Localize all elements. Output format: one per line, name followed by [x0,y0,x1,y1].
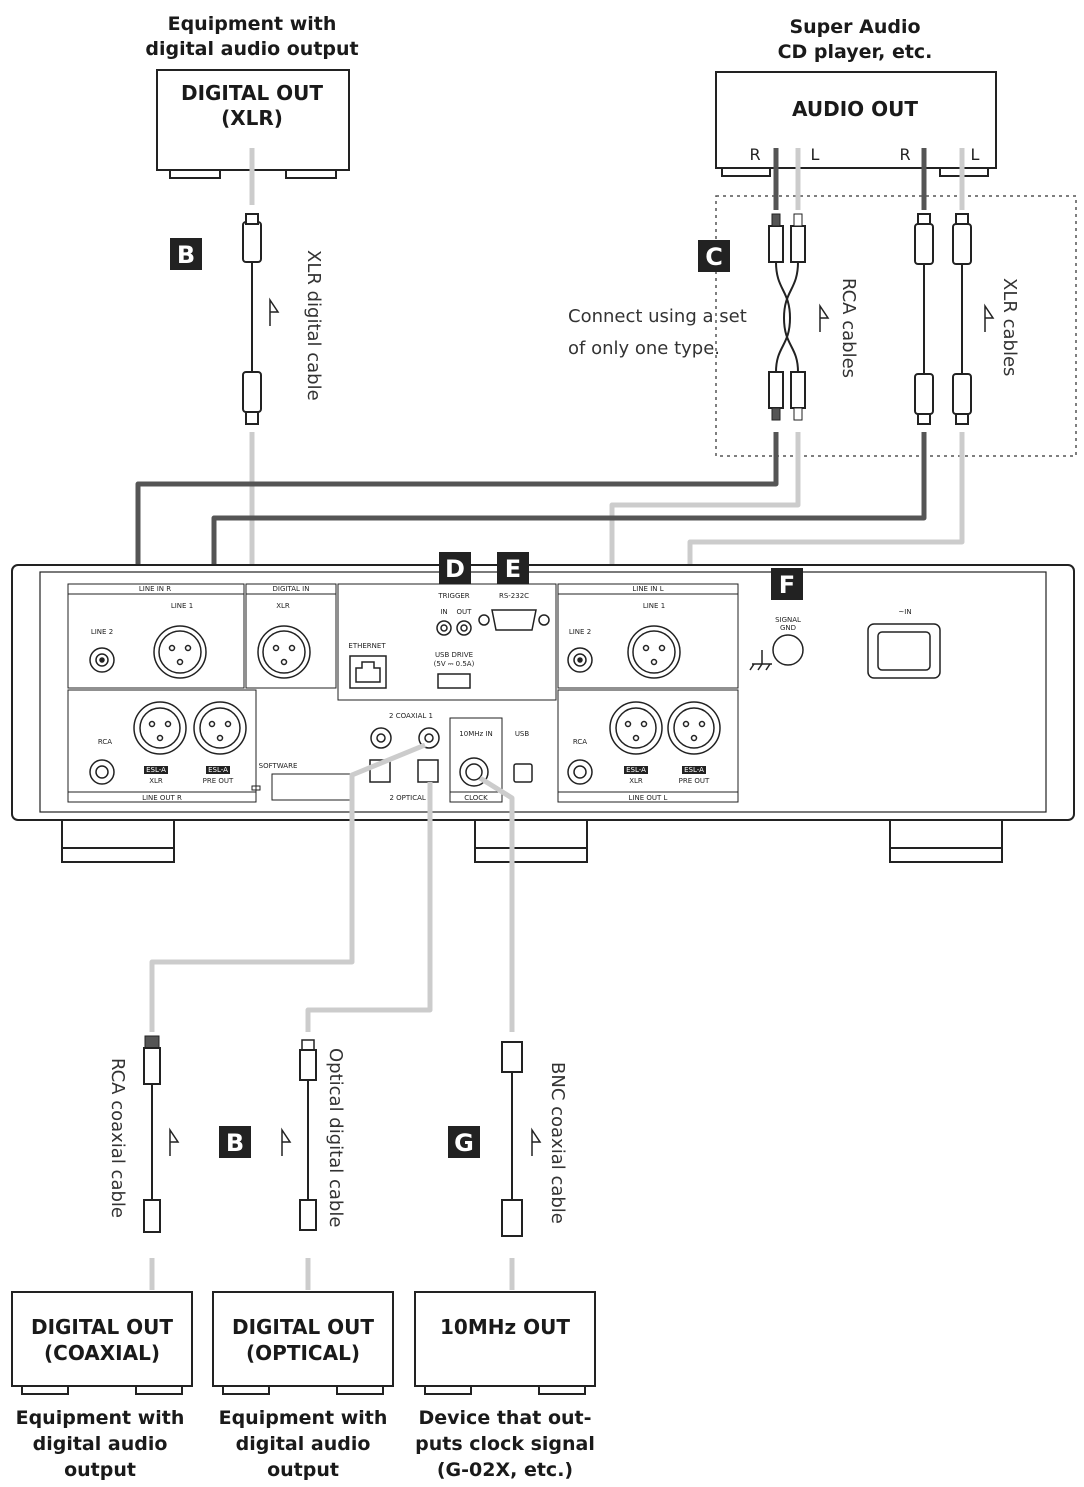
label-esl-pre-r: PRE OUT [203,777,234,785]
label-signal-gnd-1: SIGNAL [775,616,801,624]
label-digital-in: DIGITAL IN [273,585,310,593]
panel-connectors [89,609,941,787]
optical-caption-2: digital audio [236,1433,371,1455]
badge-b-bottom: B [219,1126,251,1158]
label-digital-xlr: XLR [276,602,290,610]
badge-b-top: B [170,238,202,270]
svg-text:F: F [779,571,795,599]
svg-text:G: G [454,1129,474,1157]
clock-caption-3: (G-02X, etc.) [437,1459,573,1481]
top-right-box-title: AUDIO OUT [792,97,918,121]
top-right-device: AUDIO OUT R L R L [715,71,997,177]
label-10mhz-in: 10MHz IN [459,730,492,738]
label-esl-tag-2: ESL-A [208,766,228,774]
xlr-digital-cable-label: XLR digital cable [303,250,324,401]
label-esl-tag-1: ESL-A [146,766,166,774]
label-ac-in: ~IN [898,608,911,616]
label-esl-xlr-r: XLR [149,777,163,785]
bnc-coaxial-cable [501,1041,542,1290]
rca-cable-pair [768,148,830,421]
optical-caption-1: Equipment with [219,1407,388,1429]
label-clock: CLOCK [464,794,488,802]
bottom-device-clock: 10MHz OUT [414,1291,596,1395]
one-type-region [715,195,1077,457]
label-signal-gnd-2: GND [780,624,796,632]
top-left-device: DIGITAL OUT (XLR) [156,69,350,179]
svg-text:E: E [505,555,521,583]
badge-e: E [497,552,529,584]
optical-digital-label: Optical digital cable [325,1048,346,1227]
badge-d: D [439,552,471,584]
label-coaxial: 2 COAXIAL 1 [389,712,433,720]
xlr-digital-cable [242,148,280,555]
coaxial-box-line1: DIGITAL OUT [31,1315,173,1339]
top-left-caption-1: Equipment with [168,13,337,35]
label-trigger-in: IN [440,608,447,616]
bottom-device-coaxial: DIGITAL OUT (COAXIAL) [11,1291,193,1395]
bottom-routed-cables [149,742,515,1032]
label-rca-l: RCA [573,738,587,746]
label-usb-drive-2: (5V ⎓ 0.5A) [434,660,475,668]
label-line-out-l: LINE OUT L [629,794,668,802]
label-software: SOFTWARE [259,762,298,770]
label-line2-l: LINE 2 [569,628,591,636]
optical-box-line2: (OPTICAL) [246,1341,360,1365]
label-esl-tag-3: ESL-A [626,766,646,774]
clock-box-line1: 10MHz OUT [440,1315,570,1339]
svg-text:C: C [705,243,723,271]
bottom-device-optical: DIGITAL OUT (OPTICAL) [212,1291,394,1395]
optical-digital-cable [281,1039,317,1290]
jack-l-2: L [971,145,980,164]
xlr-cables-label: XLR cables [999,278,1020,376]
label-trigger: TRIGGER [437,592,469,600]
coaxial-caption-1: Equipment with [16,1407,185,1429]
jack-r-1: R [749,145,760,164]
svg-text:B: B [177,241,195,269]
optical-caption-3: output [267,1459,339,1481]
label-line-out-r: LINE OUT R [142,794,182,802]
label-usb-drive-1: USB DRIVE [435,651,473,659]
svg-text:D: D [445,555,465,583]
label-line-in-l: LINE IN L [632,585,663,593]
label-ethernet: ETHERNET [348,642,386,650]
badge-g: G [448,1126,480,1158]
top-right-caption-1: Super Audio [789,16,920,38]
label-line1-l: LINE 1 [643,602,665,610]
coaxial-box-line2: (COAXIAL) [44,1341,160,1365]
label-esl-pre-l: PRE OUT [679,777,710,785]
note-line1: Connect using a set [568,306,747,327]
rca-coaxial-cable [143,1035,180,1290]
label-usb: USB [515,730,530,738]
top-left-box-line1: DIGITAL OUT [181,81,323,105]
ground-icon [749,650,772,671]
badge-c: C [698,240,730,272]
label-esl-tag-4: ESL-A [684,766,704,774]
label-line1-r: LINE 1 [171,602,193,610]
note-line2: of only one type. [568,338,720,359]
label-esl-xlr-l: XLR [629,777,643,785]
badge-f: F [771,568,803,600]
optical-box-line1: DIGITAL OUT [232,1315,374,1339]
clock-caption-2: puts clock signal [415,1433,595,1455]
label-line-in-r: LINE IN R [139,585,171,593]
label-trigger-out: OUT [457,608,473,616]
svg-text:B: B [226,1129,244,1157]
label-rca-r: RCA [98,738,112,746]
coaxial-caption-2: digital audio [33,1433,168,1455]
bnc-coaxial-label: BNC coaxial cable [547,1062,568,1224]
jack-l-1: L [811,145,820,164]
label-rs232c: RS-232C [499,592,529,600]
top-left-box-line2: (XLR) [221,106,283,130]
label-optical: 2 OPTICAL 1 [389,794,432,802]
coaxial-caption-3: output [64,1459,136,1481]
rca-coaxial-label: RCA coaxial cable [107,1058,128,1218]
clock-caption-1: Device that out- [419,1407,592,1429]
top-left-caption-2: digital audio output [145,38,358,60]
top-right-caption-2: CD player, etc. [778,41,933,63]
jack-r-2: R [899,145,910,164]
rca-cables-label: RCA cables [838,278,859,378]
xlr-cable-pair [914,148,995,425]
label-line2-r: LINE 2 [91,628,113,636]
